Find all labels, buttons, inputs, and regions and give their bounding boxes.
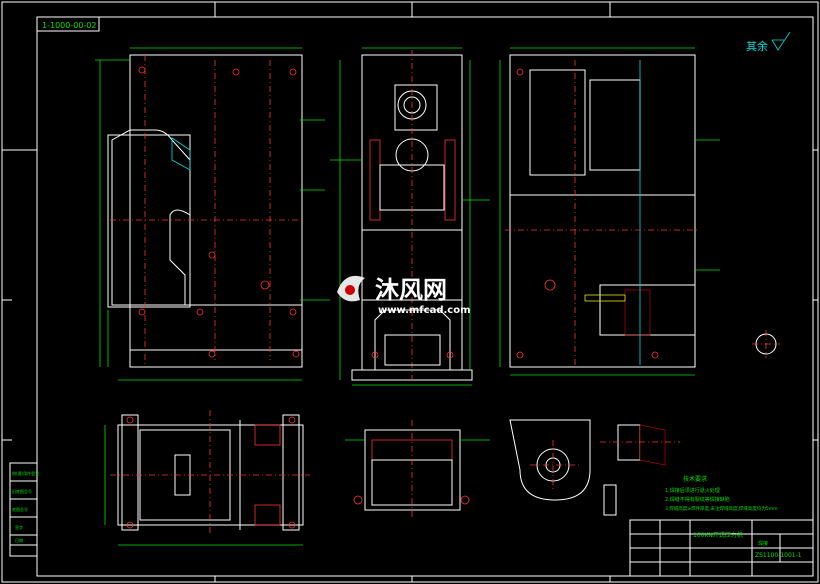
detail-circle-view xyxy=(752,330,780,358)
section-view xyxy=(499,47,720,376)
side-table-label-2: 旧底图总号 xyxy=(12,488,32,494)
watermark: 沐风网 www.mfcad.com xyxy=(337,275,471,316)
watermark-url: www.mfcad.com xyxy=(378,305,471,316)
title-block-drawing-no: ZS1100-1001-1 xyxy=(755,552,802,559)
front-view xyxy=(95,47,330,381)
drawing-frame xyxy=(36,16,814,577)
tech-requirement-1: 1.焊接后须进行退火处理 xyxy=(665,487,720,494)
detail-b-view xyxy=(509,419,680,516)
drawing-code-top: 1-1000-00-02 xyxy=(42,21,96,30)
top-view xyxy=(104,410,310,546)
tech-requirement-2: 2.焊缝不得有裂纹等焊接缺陷 xyxy=(665,496,730,503)
side-table-label-4: 签字 xyxy=(15,524,23,530)
tech-requirement-3: 3.焊缝高度≥焊件厚度,未注焊缝高度,焊缝高度均为5mm xyxy=(665,505,778,512)
side-table-label-3: 底图总号 xyxy=(12,506,28,512)
side-view xyxy=(330,47,490,386)
side-table-label-5: 日期 xyxy=(15,537,23,543)
section-a-view xyxy=(345,420,490,520)
tech-requirements: 技术要求 1.焊接后须进行退火处理 2.焊缝不得有裂纹等焊接缺陷 3.焊缝高度≥… xyxy=(665,475,778,512)
watermark-brand: 沐风网 xyxy=(375,276,447,304)
title-block-name: 100KN开式压力机 xyxy=(693,531,743,539)
tech-requirements-title: 技术要求 xyxy=(683,475,707,483)
title-block: 100KN开式压力机 焊接 ZS1100-1001-1 xyxy=(629,519,814,577)
drawing-code-box xyxy=(36,16,100,32)
roughness-label: 其余 xyxy=(746,39,768,53)
side-registration-table: 借(通)用件登记 旧底图总号 底图总号 签字 日期 xyxy=(9,462,39,557)
title-block-material: 焊接 xyxy=(758,540,768,547)
side-table-label-1: 借(通)用件登记 xyxy=(12,470,39,476)
roughness-symbol-icon xyxy=(771,31,791,51)
